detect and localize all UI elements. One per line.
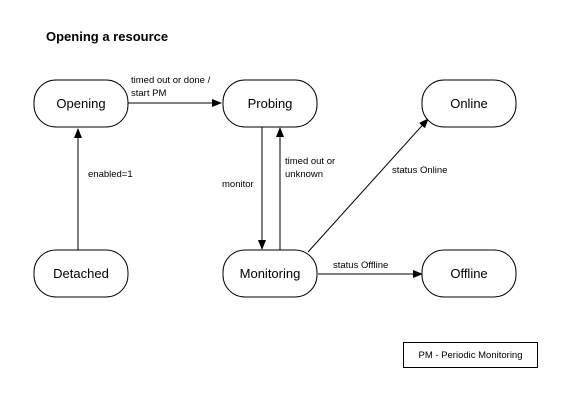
label-monitoring-to-online: status Online <box>392 165 447 176</box>
label-monitoring-to-offline: status Offline <box>333 260 388 271</box>
state-monitoring-label: Monitoring <box>240 266 301 281</box>
state-online: Online <box>421 79 517 128</box>
diagram-title: Opening a resource <box>46 29 169 44</box>
legend-box: PM - Periodic Monitoring <box>403 342 538 368</box>
label-opening-to-probing: timed out or done / start PM <box>131 75 213 99</box>
state-opening-label: Opening <box>56 96 105 111</box>
legend-text: PM - Periodic Monitoring <box>418 349 523 361</box>
state-opening: Opening <box>33 79 129 128</box>
state-offline-label: Offline <box>450 266 487 281</box>
state-monitoring: Monitoring <box>222 249 318 298</box>
label-monitoring-to-probing: timed out or unknown <box>285 156 338 180</box>
state-online-label: Online <box>450 96 488 111</box>
state-detached-label: Detached <box>53 266 109 281</box>
label-probing-to-monitoring: monitor <box>222 179 254 190</box>
label-detached-to-opening: enabled=1 <box>88 169 133 180</box>
edge-monitoring-to-online <box>307 118 429 253</box>
state-probing: Probing <box>222 79 318 128</box>
state-detached: Detached <box>33 249 129 298</box>
state-probing-label: Probing <box>248 96 293 111</box>
state-offline: Offline <box>421 249 517 298</box>
